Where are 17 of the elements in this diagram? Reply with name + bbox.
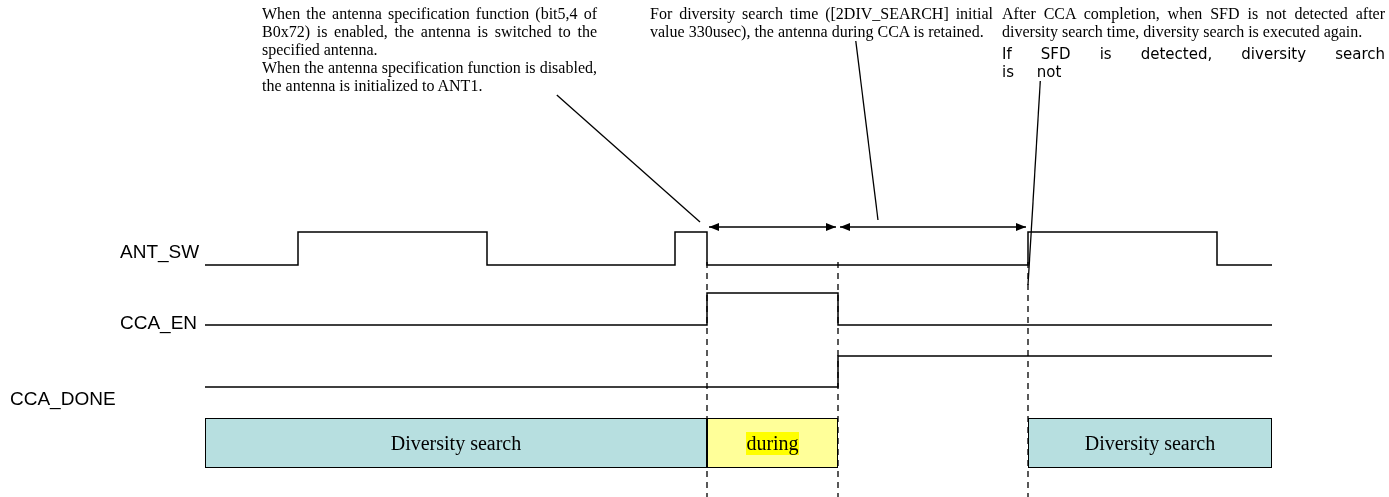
phase-bar	[205, 418, 707, 468]
leader-line	[556, 94, 701, 223]
phase-bar	[707, 418, 838, 468]
note-text: If SFD is detected, diversity search is not	[1002, 45, 1385, 81]
highlighted-text: during	[746, 431, 799, 455]
phase-label: Diversity search	[390, 431, 522, 455]
note-text: When the antenna specification function (bit5,4 of B0x72) is enabled, the antenna is switched to the specified antenna.	[262, 5, 597, 59]
signal-name: CCA_DONE	[10, 388, 116, 410]
note-text: When the antenna specification function is disabled, the antenna is initialized to ANT1.	[262, 59, 597, 95]
note-text: For diversity search time ([2DIV_SEARCH] initial value 330usec), the antenna during CCA is retained.	[650, 5, 993, 41]
phase-bar	[1028, 418, 1272, 468]
signal-name: ANT_SW	[120, 241, 200, 263]
note-text: After CCA completion, when SFD is not detected after diversity search time, diversity search is executed again.	[1002, 5, 1385, 41]
phase-label: Diversity search	[1084, 431, 1216, 455]
leader-line	[855, 40, 879, 221]
signal-name: CCA_EN	[120, 312, 198, 334]
leader-line	[1027, 80, 1041, 286]
